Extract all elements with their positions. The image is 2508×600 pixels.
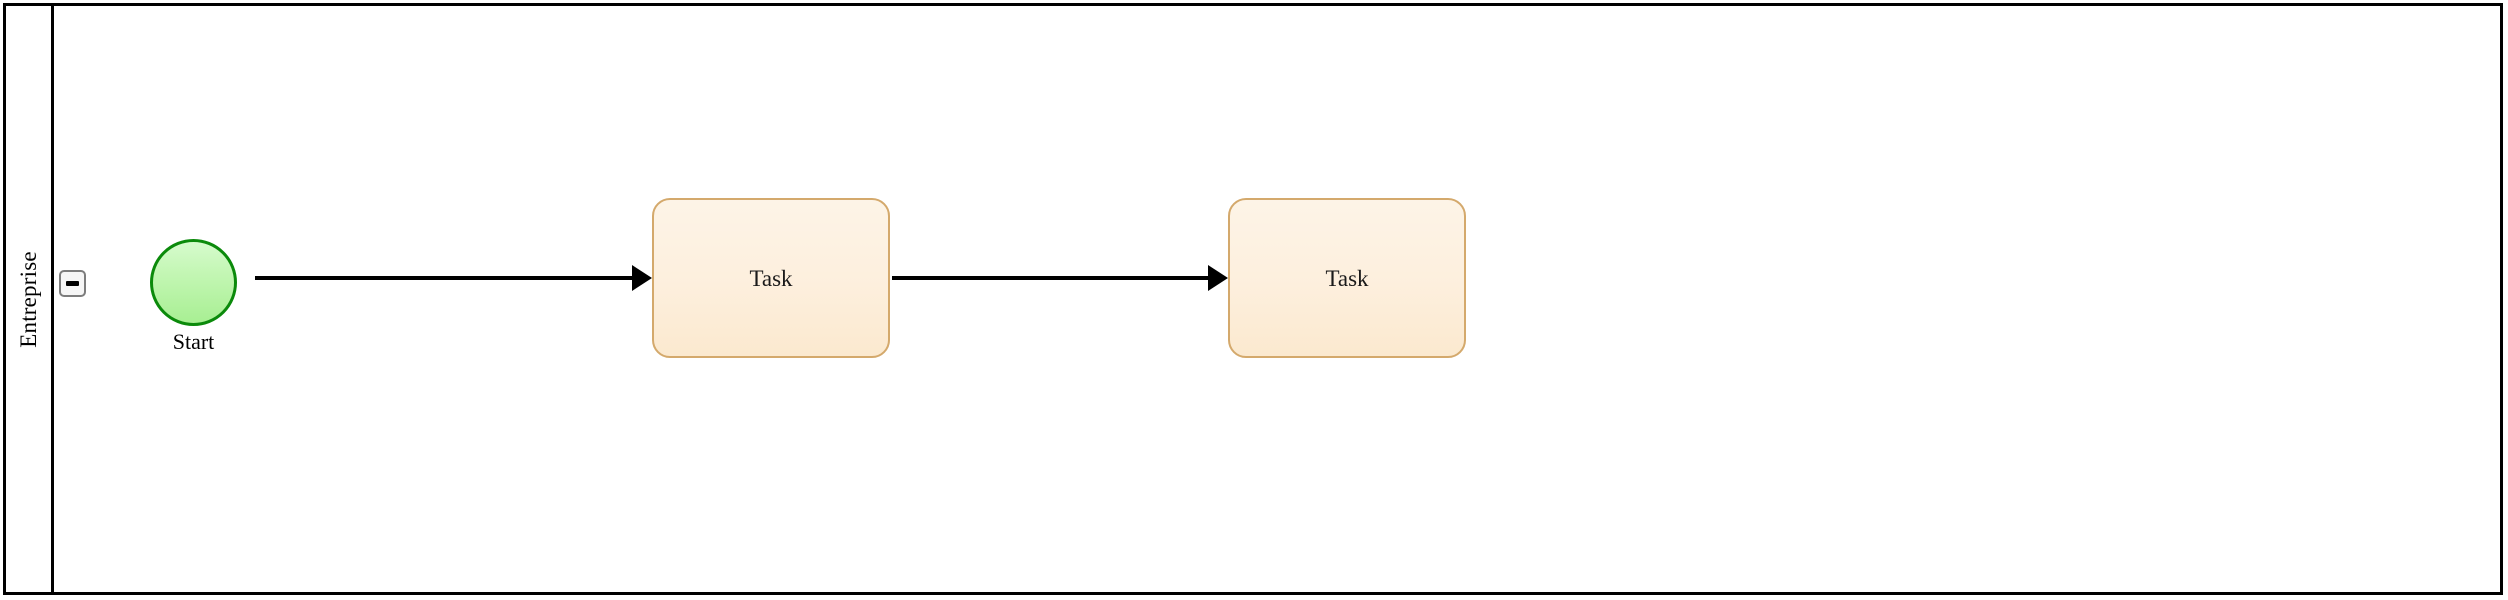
pool-label: Entreprise: [16, 250, 42, 348]
task-node-2-label: Task: [1325, 265, 1369, 291]
sequence-flow-2-arrowhead-icon: [1208, 265, 1228, 291]
pool-header[interactable]: Entreprise: [6, 6, 54, 592]
pool-collapse-button[interactable]: [59, 270, 86, 297]
start-event-circle[interactable]: [150, 239, 237, 326]
sequence-flow-1-arrowhead-icon: [632, 265, 652, 291]
task-node-1[interactable]: Task: [652, 198, 890, 358]
start-event-label: Start: [172, 329, 215, 354]
sequence-flow-2[interactable]: [892, 276, 1210, 280]
start-event-group[interactable]: Start: [150, 239, 237, 353]
task-node-1-label: Task: [749, 265, 793, 291]
task-node-2[interactable]: Task: [1228, 198, 1466, 358]
sequence-flow-1[interactable]: [255, 276, 635, 280]
minus-icon: [66, 281, 79, 286]
pool-entreprise[interactable]: Entreprise: [3, 3, 2503, 595]
